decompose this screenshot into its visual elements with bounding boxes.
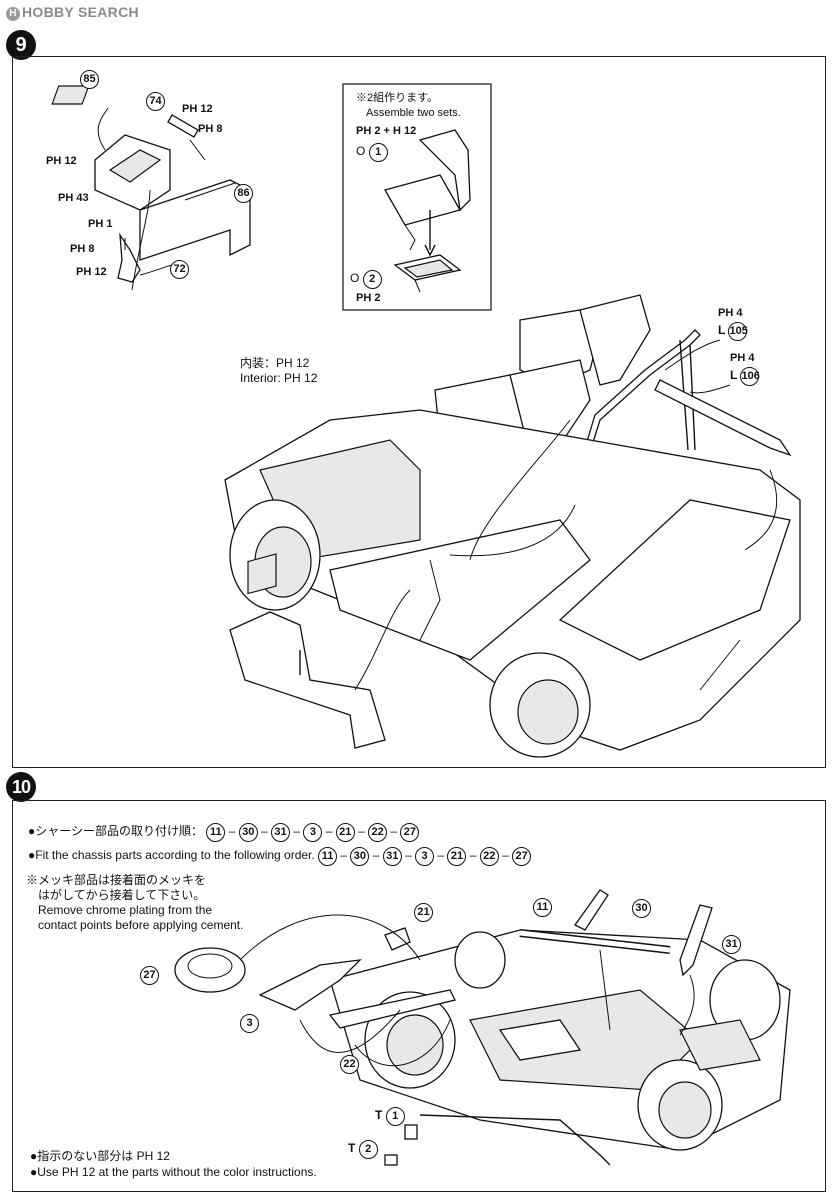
order-jp-4: 3 — [303, 823, 323, 842]
interior-label-en: Interior: PH 12 — [240, 371, 318, 385]
inset-paint-combo: PH 2 + H 12 — [356, 125, 417, 137]
logo-text: HOBBY SEARCH — [22, 4, 139, 20]
callout-part-27: 27 — [140, 966, 159, 985]
rollbar-paint-a: PH 4 — [718, 307, 743, 319]
order-en-1: 11 — [318, 847, 338, 866]
callout-part-t2: 2 — [358, 1140, 378, 1159]
part-21-drawing — [384, 927, 411, 951]
rollbar-label-105: L 105 — [718, 322, 748, 341]
part-t2-label: T 2 — [348, 1140, 378, 1159]
console-assembly-drawing — [51, 85, 251, 291]
paint-74-b: PH 8 — [198, 123, 223, 135]
interior-label-jp: 内装：PH 12 — [240, 356, 310, 370]
order-jp-7: 27 — [400, 823, 420, 842]
callout-part-11: 11 — [533, 898, 552, 917]
order-line-en: ●Fit the chassis parts according to the … — [28, 847, 532, 866]
callout-part-2: 2 — [362, 270, 382, 289]
inset-note-jp: ※2組作ります。 — [356, 92, 439, 104]
guide-line-seat — [449, 504, 576, 557]
chrome-note-en-2: contact points before applying cement. — [38, 918, 244, 932]
rollbar-paint-b: PH 4 — [730, 352, 755, 364]
inset-part-1: O 1 — [356, 143, 388, 162]
footer-note-jp: ●指示のない部分は PH 12 — [30, 1149, 170, 1163]
inset-part-2: O 2 — [350, 270, 382, 289]
order-jp-6: 22 — [368, 823, 388, 842]
inset-part-2-paint: PH 2 — [356, 292, 381, 304]
logo-mark: H — [6, 7, 20, 21]
callout-part-31: 31 — [722, 935, 741, 954]
order-jp-1: 11 — [206, 823, 226, 842]
order-jp-3: 31 — [271, 823, 291, 842]
step-9-panel — [12, 56, 826, 768]
callout-part-22: 22 — [340, 1055, 359, 1074]
order-jp-label: ●シャーシー部品の取り付け順： — [28, 824, 204, 838]
part-t1-label: T 1 — [375, 1107, 405, 1126]
paint-74-a: PH 12 — [182, 103, 213, 115]
inset-note-en: Assemble two sets. — [366, 107, 461, 119]
callout-part-1: 1 — [368, 143, 388, 162]
step-10-panel — [12, 800, 826, 1192]
paint-72-b: PH 8 — [70, 243, 95, 255]
seat-part-drawing — [384, 129, 471, 293]
chrome-note-jp-1: ※メッキ部品は接着面のメッキを — [26, 873, 207, 887]
order-line-jp: ●シャーシー部品の取り付け順： 11 – 30 – 31 – 3 – 21 – … — [28, 823, 420, 842]
callout-part-72: 72 — [170, 260, 189, 279]
callout-part-t1: 1 — [385, 1107, 405, 1126]
rollbar-drawing — [569, 329, 792, 501]
part-t1-drawing — [419, 1114, 611, 1166]
inset-part-2-prefix: O — [350, 271, 360, 285]
step-9-badge: 9 — [6, 30, 36, 60]
order-en-6: 22 — [479, 847, 499, 866]
lower-console-drawing — [229, 553, 411, 749]
order-en-label: ●Fit the chassis parts according to the … — [28, 848, 315, 862]
guide-line-rollbar — [744, 469, 778, 551]
callout-part-106: 106 — [740, 367, 760, 386]
callout-part-85: 85 — [80, 70, 99, 89]
order-jp-5: 21 — [335, 823, 355, 842]
paint-85-b: PH 43 — [58, 192, 89, 204]
step-10-badge: 10 — [6, 772, 36, 802]
callout-part-30: 30 — [632, 899, 651, 918]
callout-part-3: 3 — [240, 1014, 259, 1033]
callout-part-86: 86 — [234, 184, 253, 203]
paint-72-a: PH 1 — [88, 218, 113, 230]
part-3-drawing — [258, 959, 362, 1011]
inset-part-1-prefix: O — [356, 144, 366, 158]
callout-part-105: 105 — [728, 322, 748, 341]
interior-chassis-drawing — [224, 409, 801, 758]
paint-72-c: PH 12 — [76, 266, 107, 278]
part-27-drawing — [174, 947, 246, 993]
paint-85-a: PH 12 — [46, 155, 77, 167]
callout-part-74: 74 — [146, 92, 165, 111]
order-en-4: 3 — [415, 847, 435, 866]
chrome-note-jp-2: はがしてから接着して下さい。 — [38, 888, 206, 902]
callout-part-21: 21 — [414, 903, 433, 922]
order-en-2: 30 — [350, 847, 370, 866]
order-en-5: 21 — [447, 847, 467, 866]
part-31-drawing — [679, 904, 713, 977]
part-22-drawing — [328, 989, 456, 1029]
footer-note-en: ●Use PH 12 at the parts without the colo… — [30, 1165, 317, 1179]
order-jp-2: 30 — [238, 823, 258, 842]
order-en-7: 27 — [512, 847, 532, 866]
part-t2-drawing — [404, 1124, 418, 1140]
guide-line-seat-2 — [469, 419, 571, 561]
order-en-3: 31 — [382, 847, 402, 866]
rollbar-label-106: L 106 — [730, 367, 760, 386]
chrome-note-en-1: Remove chrome plating from the — [38, 903, 213, 917]
part-30-drawing — [574, 889, 609, 931]
